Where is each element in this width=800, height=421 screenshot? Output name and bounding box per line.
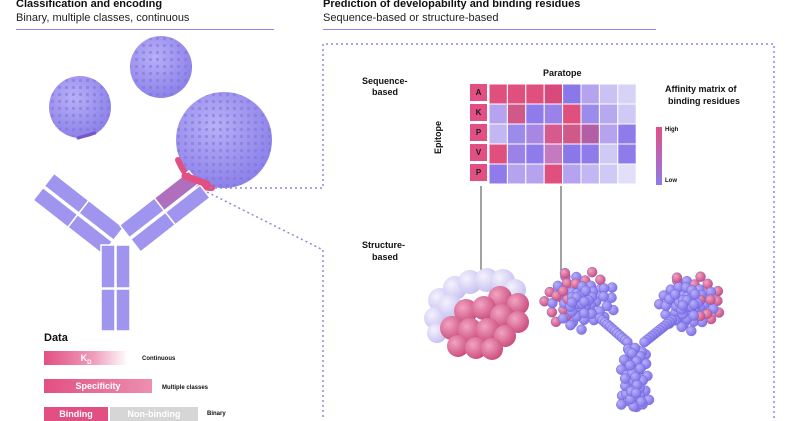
legend-high-label: High — [665, 127, 679, 133]
matrix-cell — [506, 103, 527, 125]
right-title: Prediction of developability and binding… — [323, 0, 581, 10]
binding-label: Binding — [59, 409, 93, 419]
sequence-based-label-line2: based — [372, 87, 399, 97]
structure-based-label-line2: based — [372, 252, 399, 262]
matrix-cell — [543, 103, 564, 125]
sequence-based-label-line1: Sequence- — [362, 76, 408, 86]
epitope-residue-3: P — [470, 124, 487, 141]
matrix-cell — [598, 163, 619, 185]
matrix-cell — [580, 123, 600, 145]
left-title: Classification and encoding — [16, 0, 163, 10]
matrix-cell — [617, 143, 637, 165]
specificity-label: Specificity — [75, 381, 121, 391]
matrix-cell — [506, 83, 527, 105]
specificity-description: Multiple classes — [162, 385, 209, 391]
non-binding-bar: Non-binding — [110, 407, 198, 421]
matrix-cell — [525, 103, 545, 125]
binary-description: Binary — [207, 411, 226, 417]
non-binding-label: Non-binding — [127, 409, 181, 419]
affinity-title-line1: Affinity matrix of — [665, 84, 737, 94]
right-divider — [323, 29, 656, 30]
matrix-cell — [525, 83, 545, 105]
zoom-connector-line — [206, 191, 324, 251]
epitope-residue-4: V — [470, 144, 487, 161]
epitope-residue-1: A — [470, 84, 487, 101]
left-divider — [16, 29, 274, 30]
epitope-residue-2: K — [470, 104, 487, 121]
left-subtitle: Binary, multiple classes, continuous — [16, 12, 190, 24]
matrix-cell — [598, 143, 619, 165]
matrix-cell — [598, 103, 619, 125]
specificity-bar: Specificity — [44, 379, 152, 393]
matrix-cell — [580, 103, 600, 125]
matrix-cell — [562, 143, 582, 165]
epitope-structure — [424, 268, 529, 360]
matrix-cell — [543, 83, 564, 105]
structure-based-label-line1: Structure- — [362, 240, 406, 250]
epitope-label: Epitope — [433, 121, 443, 154]
matrix-cell — [617, 123, 637, 145]
matrix-cell — [580, 163, 600, 185]
matrix-cell — [488, 143, 508, 165]
matrix-cell — [562, 103, 582, 125]
matrix-cell — [598, 83, 619, 105]
kd-description: Continuous — [142, 356, 176, 362]
matrix-cell — [506, 163, 527, 185]
matrix-cell — [580, 83, 600, 105]
matrix-cell — [543, 123, 564, 145]
matrix-cell — [506, 143, 527, 165]
matrix-cell — [488, 83, 508, 105]
antigen-blob-bound — [175, 92, 272, 191]
matrix-cell — [617, 103, 637, 125]
antibody-structure — [539, 266, 725, 413]
legend-low-label: Low — [665, 178, 677, 184]
matrix-cell — [562, 83, 582, 105]
matrix-cell — [598, 123, 619, 145]
paratope-highlight — [181, 172, 211, 188]
data-panel-title: Data — [44, 332, 68, 344]
kd-label: K — [80, 353, 88, 363]
matrix-cell — [506, 123, 527, 145]
antibody-shape — [32, 169, 212, 332]
right-subtitle: Sequence-based or structure-based — [323, 12, 499, 24]
antigen-blob-top — [130, 36, 192, 98]
matrix-cell — [543, 143, 564, 165]
kd-subscript: D — [87, 359, 92, 366]
matrix-cell — [525, 123, 545, 145]
affinity-matrix — [488, 83, 637, 185]
matrix-cell — [525, 163, 545, 185]
matrix-cell — [488, 163, 508, 185]
paratope-label: Paratope — [543, 68, 582, 78]
antigen-blob-small — [49, 76, 111, 140]
epitope-residue-5: P — [470, 164, 487, 181]
zoom-box-border — [210, 43, 775, 419]
matrix-cell — [617, 83, 637, 105]
matrix-cell — [562, 163, 582, 185]
affinity-title-line2: binding residues — [668, 96, 741, 106]
matrix-cell — [580, 143, 600, 165]
binding-bar: Binding — [44, 407, 108, 421]
matrix-cell — [617, 163, 637, 185]
matrix-cell — [525, 143, 545, 165]
matrix-cell — [488, 123, 508, 145]
matrix-cell — [562, 123, 582, 145]
matrix-cell — [488, 103, 508, 125]
matrix-cell — [543, 163, 564, 185]
kd-bar: KD — [44, 351, 128, 366]
affinity-legend-bar — [656, 127, 662, 185]
